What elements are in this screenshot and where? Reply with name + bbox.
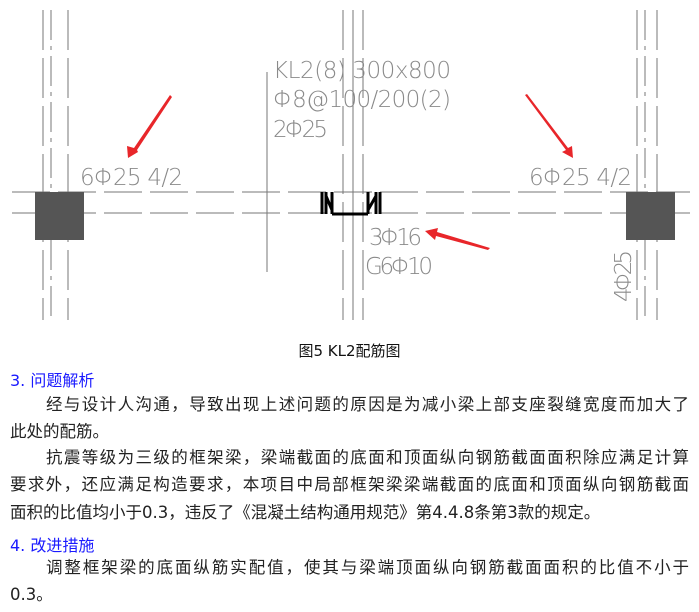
arrow-right-icon bbox=[525, 94, 573, 158]
arrow-left-icon bbox=[127, 95, 172, 158]
section-break-symbol bbox=[320, 192, 382, 216]
paragraph-line: 要求外，还应满足构造要求，本项目中局部框架梁梁端截面的底面和顶面纵向钢筋截面 bbox=[10, 475, 689, 494]
right-column bbox=[626, 192, 675, 240]
red-arrows bbox=[127, 94, 573, 250]
column-bars-label: 4Φ25 bbox=[611, 250, 637, 302]
section-4-heading: 4. 改进措施 bbox=[10, 536, 95, 555]
paragraph-line: 调整框架梁的底面纵筋实配值，使其与梁端顶面纵向钢筋截面面积的比值不小于 bbox=[46, 558, 689, 577]
right-support-label: 6Φ25 4/2 bbox=[529, 165, 632, 191]
paragraph-line: 0.3。 bbox=[10, 585, 53, 604]
paragraph-line: 经与设计人沟通，导致出现上述问题的原因是为减小梁上部支座裂缝宽度而加大了 bbox=[46, 395, 689, 414]
stirrup-label: Φ8@100/200(2) bbox=[273, 87, 451, 113]
figure-caption: 图5 KL2配筋图 bbox=[298, 342, 401, 360]
grid-lines bbox=[12, 10, 690, 320]
section-3-heading: 3. 问题解析 bbox=[10, 371, 95, 390]
kl2-reinforcement-drawing: KL2(8) 300x800 Φ8@100/200(2) 2Φ25 6Φ25 4… bbox=[12, 10, 690, 320]
top-through-label: 2Φ25 bbox=[273, 117, 328, 143]
paragraph-line: 面积的比值均小于0.3，违反了《混凝土结构通用规范》第4.4.8条第3款的规定。 bbox=[10, 503, 601, 522]
paragraph-line: 此处的配筋。 bbox=[10, 422, 109, 441]
arrow-bottom-icon bbox=[425, 228, 490, 250]
paragraph-line: 抗震等级为三级的框架梁，梁端截面的底面和顶面纵向钢筋截面面积除应满足计算 bbox=[46, 448, 689, 467]
beam-label: KL2(8) 300x800 bbox=[273, 58, 451, 84]
side-bars-label: G6Φ10 bbox=[365, 254, 433, 280]
left-support-label: 6Φ25 4/2 bbox=[80, 165, 183, 191]
left-column bbox=[35, 192, 84, 240]
bottom-bars-label: 3Φ16 bbox=[369, 225, 422, 251]
